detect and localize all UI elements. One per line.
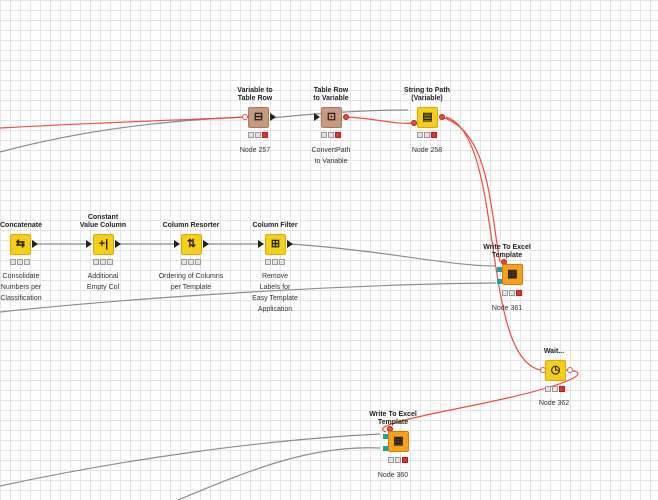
flow-variable-wire <box>445 116 542 371</box>
node-status-lights <box>181 259 201 265</box>
excel-writer-icon[interactable]: ▦ <box>388 431 409 452</box>
connection-wire <box>0 433 381 487</box>
connection-wire <box>289 243 497 267</box>
node-label[interactable]: Consolidate Numbers per Classification <box>0 273 42 302</box>
output-port[interactable] <box>287 240 293 248</box>
node-title: Column Resorter <box>162 222 220 229</box>
flow-variable-wire <box>381 369 579 433</box>
input-port[interactable] <box>314 113 320 121</box>
connection-wire <box>177 447 381 500</box>
node-label[interactable]: ConvertPath to Variable <box>311 147 351 165</box>
input-port[interactable] <box>258 240 264 248</box>
node-status-lights <box>417 132 437 138</box>
string-to-path-icon[interactable]: ▤ <box>417 107 438 128</box>
wait-clock-icon[interactable]: ◷ <box>545 360 566 381</box>
connection-wire <box>270 109 409 119</box>
node-status-lights <box>265 259 285 265</box>
input-port[interactable] <box>383 434 388 439</box>
flow-variable-wire <box>0 116 246 129</box>
output-port[interactable] <box>270 113 276 121</box>
node-title: Wait... <box>543 348 565 355</box>
flow-variable-input-port[interactable] <box>411 120 417 126</box>
node-title: Variable to Table Row <box>237 87 273 102</box>
column-resorter-icon[interactable]: ⇅ <box>181 234 202 255</box>
column-filter-icon[interactable]: ⊞ <box>265 234 286 255</box>
flow-variable-input-port[interactable] <box>242 114 248 120</box>
node-title: Write To Excel Template <box>369 411 417 426</box>
flow-variable-output-port[interactable] <box>567 367 573 373</box>
flow-variable-wire <box>440 116 501 263</box>
concatenate-icon[interactable]: ⇆ <box>10 234 31 255</box>
flow-variable-wire <box>344 116 415 124</box>
flow-variable-output-port[interactable] <box>343 114 349 120</box>
node-status-lights <box>502 290 522 296</box>
node-status-lights <box>388 457 408 463</box>
table-row-to-variable-icon[interactable]: ⊡ <box>321 107 342 128</box>
node-status-lights <box>545 386 565 392</box>
output-port[interactable] <box>115 240 121 248</box>
input-port[interactable] <box>383 446 388 451</box>
node-title: Column Filter <box>252 222 298 229</box>
node-label[interactable]: Ordering of Columns per Template <box>158 273 224 291</box>
node-title: Write To Excel Template <box>483 244 531 259</box>
output-port[interactable] <box>203 240 209 248</box>
connection-wire <box>0 282 497 313</box>
variable-to-table-row-icon[interactable]: ⊟ <box>248 107 269 128</box>
node-label[interactable]: Node 257 <box>239 147 271 154</box>
node-status-lights <box>321 132 341 138</box>
node-title: String to Path (Variable) <box>404 87 450 102</box>
output-port[interactable] <box>32 240 38 248</box>
excel-writer-icon[interactable]: ▦ <box>502 264 523 285</box>
input-port[interactable] <box>174 240 180 248</box>
flow-variable-output-port[interactable] <box>439 114 445 120</box>
input-port[interactable] <box>497 279 502 284</box>
node-label[interactable]: Remove Labels for Easy Template Applicat… <box>252 273 298 313</box>
input-port[interactable] <box>497 267 502 272</box>
node-title: Table Row to Variable <box>313 87 349 102</box>
node-status-lights <box>93 259 113 265</box>
node-status-lights <box>10 259 30 265</box>
node-label[interactable]: Node 361 <box>491 305 523 312</box>
node-title: Constant Value Column <box>79 214 127 229</box>
node-status-lights <box>248 132 268 138</box>
constant-column-icon[interactable]: +| <box>93 234 114 255</box>
node-label[interactable]: Node 258 <box>411 147 443 154</box>
input-port[interactable] <box>86 240 92 248</box>
node-title: Concatenate <box>0 222 42 229</box>
node-label[interactable]: Additional Empty Col <box>86 273 120 291</box>
node-label[interactable]: Node 362 <box>538 400 570 407</box>
node-label[interactable]: Node 360 <box>377 472 409 479</box>
